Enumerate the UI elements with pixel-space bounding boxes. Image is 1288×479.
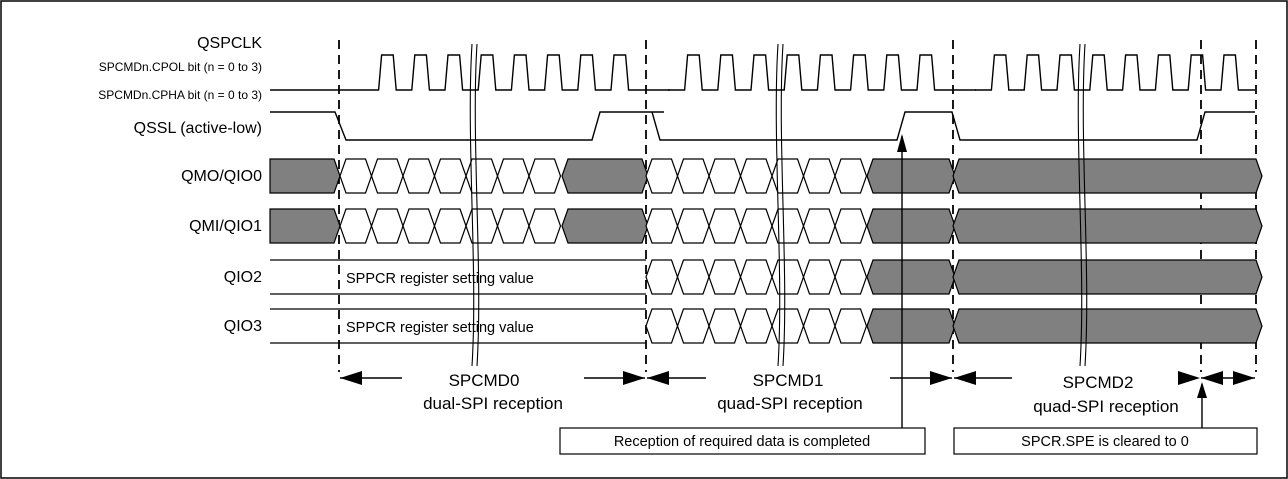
qio3-seg1-cell-3 — [739, 308, 773, 344]
qio3-seg1-cell-6 — [834, 308, 868, 344]
dim-seg2-head-right — [1178, 371, 1200, 385]
qmo-seg1-cell-6 — [834, 158, 868, 194]
segment-2-name: SPCMD2 — [1063, 373, 1134, 392]
qspclk-wave-1 — [668, 54, 976, 91]
label-qmi: QMI/QIO1 — [189, 218, 262, 235]
label-qio2: QIO2 — [224, 269, 262, 286]
segment-0-mode: dual-SPI reception — [423, 394, 563, 413]
qmo-seg1-cell-2 — [708, 158, 742, 194]
break-mark-seg1-1 — [780, 43, 786, 367]
qio2-seg1-cell-6 — [834, 259, 868, 295]
qmo-seg0-cell-3 — [433, 158, 467, 194]
qmo-seg0-cell-0 — [339, 158, 373, 194]
label-qmo: QMO/QIO0 — [181, 168, 262, 185]
qmi-hatch-start — [269, 208, 341, 244]
qmo-seg0-cell-1 — [370, 158, 404, 194]
qmi-seg1-cell-0 — [645, 208, 679, 244]
qmi-seg0-cell-1 — [370, 208, 404, 244]
dim-seg0-head-left — [340, 371, 362, 385]
annotation-reception-done: Reception of required data is completed — [614, 434, 870, 450]
qio3-seg1-cell-1 — [676, 308, 710, 344]
qio3-hatch-2 — [952, 308, 1263, 344]
qmo-seg1-cell-1 — [676, 158, 710, 194]
label-cpha: SPCMDn.CPHA bit (n = 0 to 3) — [98, 88, 262, 102]
pointer-spe-head — [1197, 382, 1207, 398]
dim-seg3-head-right — [1233, 371, 1255, 385]
qmi-seg1-cell-6 — [834, 208, 868, 244]
qio2-hatch-2 — [952, 259, 1263, 295]
qio2-seg1-cell-0 — [645, 259, 679, 295]
qmi-seg1-cell-3 — [739, 208, 773, 244]
qmo-seg0-cell-5 — [496, 158, 530, 194]
qio2-seg1-cell-3 — [739, 259, 773, 295]
qmi-seg1-cell-4 — [771, 208, 805, 244]
break-mark-seg1-0 — [775, 43, 781, 367]
qio3-hatch-1 — [866, 308, 956, 344]
qio2-seg1-cell-4 — [771, 259, 805, 295]
qmi-seg0-cell-6 — [528, 208, 562, 244]
qio3-seg1-cell-4 — [771, 308, 805, 344]
qmo-seg1-cell-3 — [739, 158, 773, 194]
qssl-wave — [270, 111, 1255, 141]
qio3-bus-note: SPPCR register setting value — [346, 320, 534, 336]
segment-1-mode: quad-SPI reception — [717, 394, 863, 413]
qmo-hatch-1 — [866, 158, 956, 194]
waveform-layer — [269, 40, 1263, 428]
pointer-reception-head — [897, 134, 907, 152]
label-qspclk: QSPCLK — [197, 35, 262, 52]
dim-seg1-head-left — [647, 371, 669, 385]
break-mark-seg0-0 — [469, 43, 475, 367]
annotation-box-spe — [953, 427, 1258, 455]
dim-seg1-head-right — [930, 371, 952, 385]
break-mark-seg0-1 — [474, 43, 480, 367]
annotation-spe-cleared: SPCR.SPE is cleared to 0 — [1021, 434, 1189, 450]
qmi-seg1-cell-2 — [708, 208, 742, 244]
qmi-seg1-cell-1 — [676, 208, 710, 244]
qmo-seg1-cell-0 — [645, 158, 679, 194]
break-mark-seg2-0 — [1077, 43, 1083, 367]
segment-0-name: SPCMD0 — [449, 371, 520, 390]
qio3-seg1-cell-0 — [645, 308, 679, 344]
qio2-bus-note: SPPCR register setting value — [346, 271, 534, 287]
qmo-hatch-0 — [561, 158, 649, 194]
qspclk-wave-0 — [270, 54, 670, 91]
qmo-seg0-cell-6 — [528, 158, 562, 194]
label-qssl: QSSL (active-low) — [134, 120, 262, 137]
qmo-seg0-cell-2 — [402, 158, 436, 194]
qmo-hatch-start — [269, 158, 341, 194]
segment-1-name: SPCMD1 — [753, 371, 824, 390]
qmo-hatch-2 — [952, 158, 1263, 194]
dim-seg2-head-left — [954, 371, 976, 385]
qio3-seg1-cell-5 — [802, 308, 836, 344]
dim-seg3-head-left — [1201, 371, 1223, 385]
qmi-hatch-2 — [952, 208, 1263, 244]
qio2-seg1-cell-1 — [676, 259, 710, 295]
qmi-seg0-cell-4 — [465, 208, 499, 244]
annotation-box-reception — [559, 427, 926, 455]
label-cpol: SPCMDn.CPOL bit (n = 0 to 3) — [99, 60, 262, 74]
qio2-hatch-1 — [866, 259, 956, 295]
qmi-seg0-cell-3 — [433, 208, 467, 244]
qspclk-wave-2 — [975, 54, 1255, 91]
qmo-seg1-cell-5 — [802, 158, 836, 194]
label-qio3: QIO3 — [224, 318, 262, 335]
dim-seg0-head-right — [623, 371, 645, 385]
qmi-seg0-cell-5 — [496, 208, 530, 244]
break-mark-seg2-1 — [1082, 43, 1088, 367]
qmi-seg1-cell-5 — [802, 208, 836, 244]
qio3-seg1-cell-2 — [708, 308, 742, 344]
qmi-hatch-0 — [561, 208, 649, 244]
qio2-seg1-cell-2 — [708, 259, 742, 295]
qmi-seg0-cell-0 — [339, 208, 373, 244]
qio2-seg1-cell-5 — [802, 259, 836, 295]
qmi-seg0-cell-2 — [402, 208, 436, 244]
qmi-hatch-1 — [866, 208, 956, 244]
segment-2-mode: quad-SPI reception — [1033, 397, 1179, 416]
